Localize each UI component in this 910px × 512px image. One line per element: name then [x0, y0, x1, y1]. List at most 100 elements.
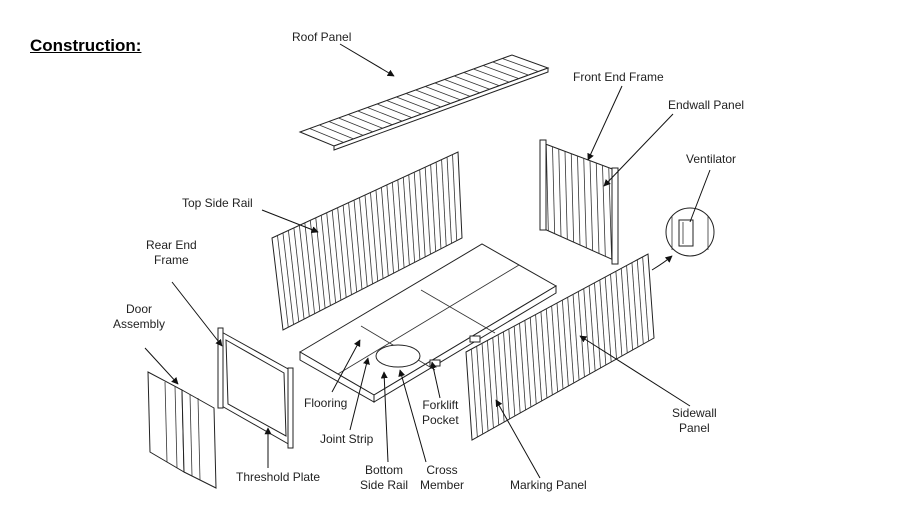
- corrugation-rib: [396, 96, 432, 111]
- label-ventilator: Ventilator: [686, 152, 737, 166]
- ventilator-detail: [651, 207, 715, 271]
- corrugation-rib: [424, 167, 431, 255]
- corrugation-rib: [304, 222, 315, 314]
- corrugation-rib: [567, 297, 575, 384]
- corrugation-rib: [545, 144, 549, 231]
- corrugation-rib: [309, 220, 321, 312]
- corrugation-rib: [572, 294, 580, 381]
- corrugation-rib: [631, 262, 639, 348]
- corrugation-rib: [342, 205, 352, 295]
- corrugation-rib: [282, 232, 294, 325]
- corrugation-rib: [430, 164, 437, 252]
- corrugation-rib: [519, 323, 526, 411]
- corrugation-rib: [503, 331, 510, 420]
- corrugation-rib: [454, 75, 490, 90]
- corrugation-rib: [620, 268, 628, 354]
- corrugation-rib: [288, 230, 300, 322]
- corrugation-rib: [444, 79, 481, 94]
- far-sidewall-panel: [271, 151, 463, 331]
- floor-base: [299, 243, 557, 403]
- corrugation-rib: [540, 311, 548, 399]
- corrugation-rib: [577, 155, 581, 246]
- corrugation-rib: [405, 93, 442, 108]
- corrugation-rib: [642, 256, 650, 342]
- corrugation-rib: [331, 210, 342, 301]
- corrugation-rib: [277, 235, 289, 328]
- leader-lines: [144, 43, 711, 479]
- corrugation-rib: [583, 288, 591, 375]
- corrugation-rib: [408, 174, 416, 263]
- corrugation-rib: [435, 162, 442, 249]
- corrugation-rib: [492, 337, 500, 426]
- corrugation-rib: [529, 317, 537, 405]
- corrugation-rib: [337, 207, 347, 298]
- corrugation-rib: [348, 202, 358, 293]
- corrugation-rib: [298, 225, 310, 317]
- corrugation-rib: [497, 334, 505, 423]
- corrugation-rib: [626, 265, 633, 351]
- corrugation-rib: [599, 279, 607, 366]
- corrugation-rib: [434, 82, 471, 97]
- corrugation-rib: [309, 128, 344, 143]
- label-flooring: Flooring: [304, 396, 348, 410]
- corrugation-rib: [561, 300, 569, 387]
- corrugation-rib: [441, 159, 447, 247]
- corrugation-rib: [604, 277, 612, 363]
- corrugation-rib: [545, 308, 553, 396]
- corrugation-rib: [397, 179, 405, 268]
- corrugation-rib: [391, 182, 400, 271]
- corrugation-rib: [326, 212, 337, 303]
- corrugation-rib: [476, 346, 484, 435]
- corrugation-rib: [320, 215, 331, 306]
- corrugation-rib: [470, 349, 478, 438]
- corrugation-rib: [381, 187, 389, 276]
- corrugation-rib: [564, 151, 568, 240]
- corrugation-rib: [402, 177, 410, 266]
- corrugation-rib: [376, 103, 412, 119]
- corrugation-rib: [556, 302, 564, 390]
- corrugation-rib: [463, 72, 500, 87]
- corrugation-rib: [492, 61, 529, 76]
- corrugation-rib: [386, 184, 394, 274]
- roof-panel: [298, 54, 550, 151]
- corrugation-rib: [524, 320, 532, 408]
- corrugation-rib: [293, 227, 305, 320]
- corrugation-rib: [551, 305, 559, 393]
- label-front-end-frame: Front End Frame: [573, 70, 664, 84]
- label-top-side-rail: Top Side Rail: [182, 196, 253, 210]
- section-heading: Construction:: [30, 36, 142, 55]
- corrugation-rib: [535, 314, 542, 402]
- corrugation-rib: [508, 328, 516, 417]
- corrugation-rib: [482, 65, 519, 80]
- corrugation-rib: [328, 121, 364, 136]
- corrugation-rib: [552, 146, 556, 234]
- corrugation-rib: [375, 189, 384, 279]
- rear-end-frame: [217, 327, 294, 449]
- label-threshold-plate: Threshold Plate: [236, 470, 321, 484]
- corrugation-rib: [473, 68, 510, 83]
- label-roof-panel: Roof Panel: [292, 30, 352, 44]
- corrugation-rib: [319, 124, 354, 140]
- corrugation-rib: [610, 274, 617, 360]
- corrugation-rib: [370, 192, 379, 282]
- corrugation-rib: [359, 197, 368, 287]
- corrugation-rib: [578, 291, 585, 378]
- corrugation-rib: [452, 154, 458, 241]
- label-marking-panel: Marking Panel: [510, 478, 587, 492]
- corrugation-rib: [481, 343, 489, 432]
- front-end-frame: [539, 139, 619, 265]
- corrugation-rib: [502, 58, 539, 72]
- corrugation-rib: [487, 340, 494, 429]
- corrugation-rib: [357, 110, 393, 126]
- near-sidewall-panel: [465, 253, 655, 441]
- corrugation-rib: [338, 117, 374, 133]
- corrugation-rib: [348, 114, 383, 129]
